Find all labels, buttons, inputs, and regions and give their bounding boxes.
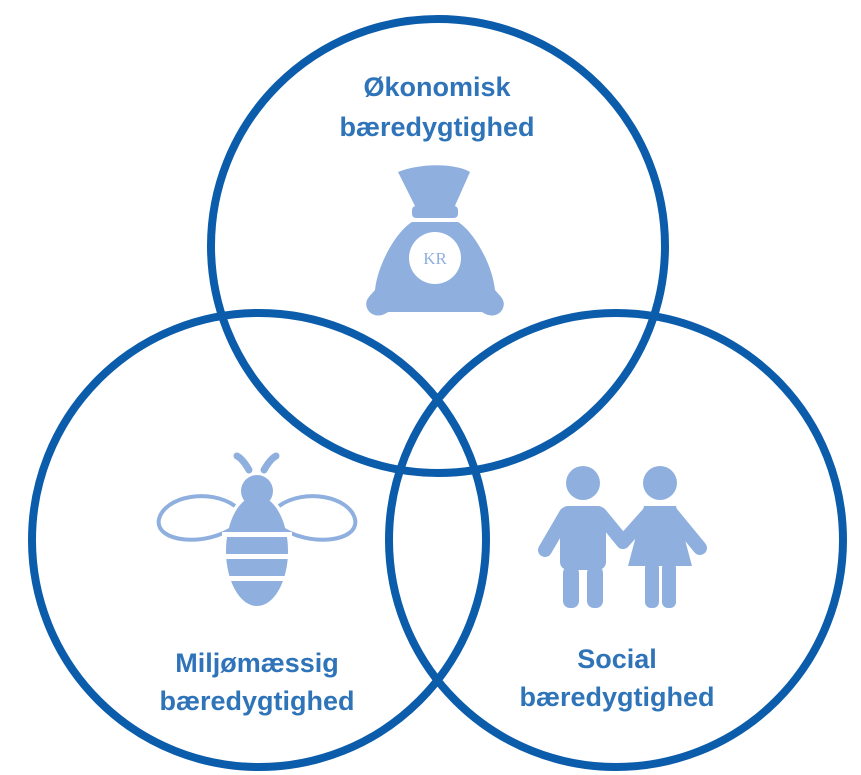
bee-icon	[156, 452, 358, 606]
money-bag-icon	[366, 165, 504, 316]
environmental-label-line1: Miljømæssig	[175, 648, 339, 678]
economic-label-line1: Økonomisk	[363, 72, 511, 102]
people-icon	[538, 466, 707, 608]
economic-circle	[207, 15, 669, 477]
social-label-line2: bæredygtighed	[519, 682, 714, 712]
environmental-label-line2: bæredygtighed	[159, 686, 354, 716]
social-circle	[385, 309, 847, 771]
money-bag-currency: KR	[423, 249, 447, 268]
environmental-circle	[28, 309, 490, 771]
economic-label-line2: bæredygtighed	[339, 112, 534, 142]
social-label-line1: Social	[577, 644, 657, 674]
